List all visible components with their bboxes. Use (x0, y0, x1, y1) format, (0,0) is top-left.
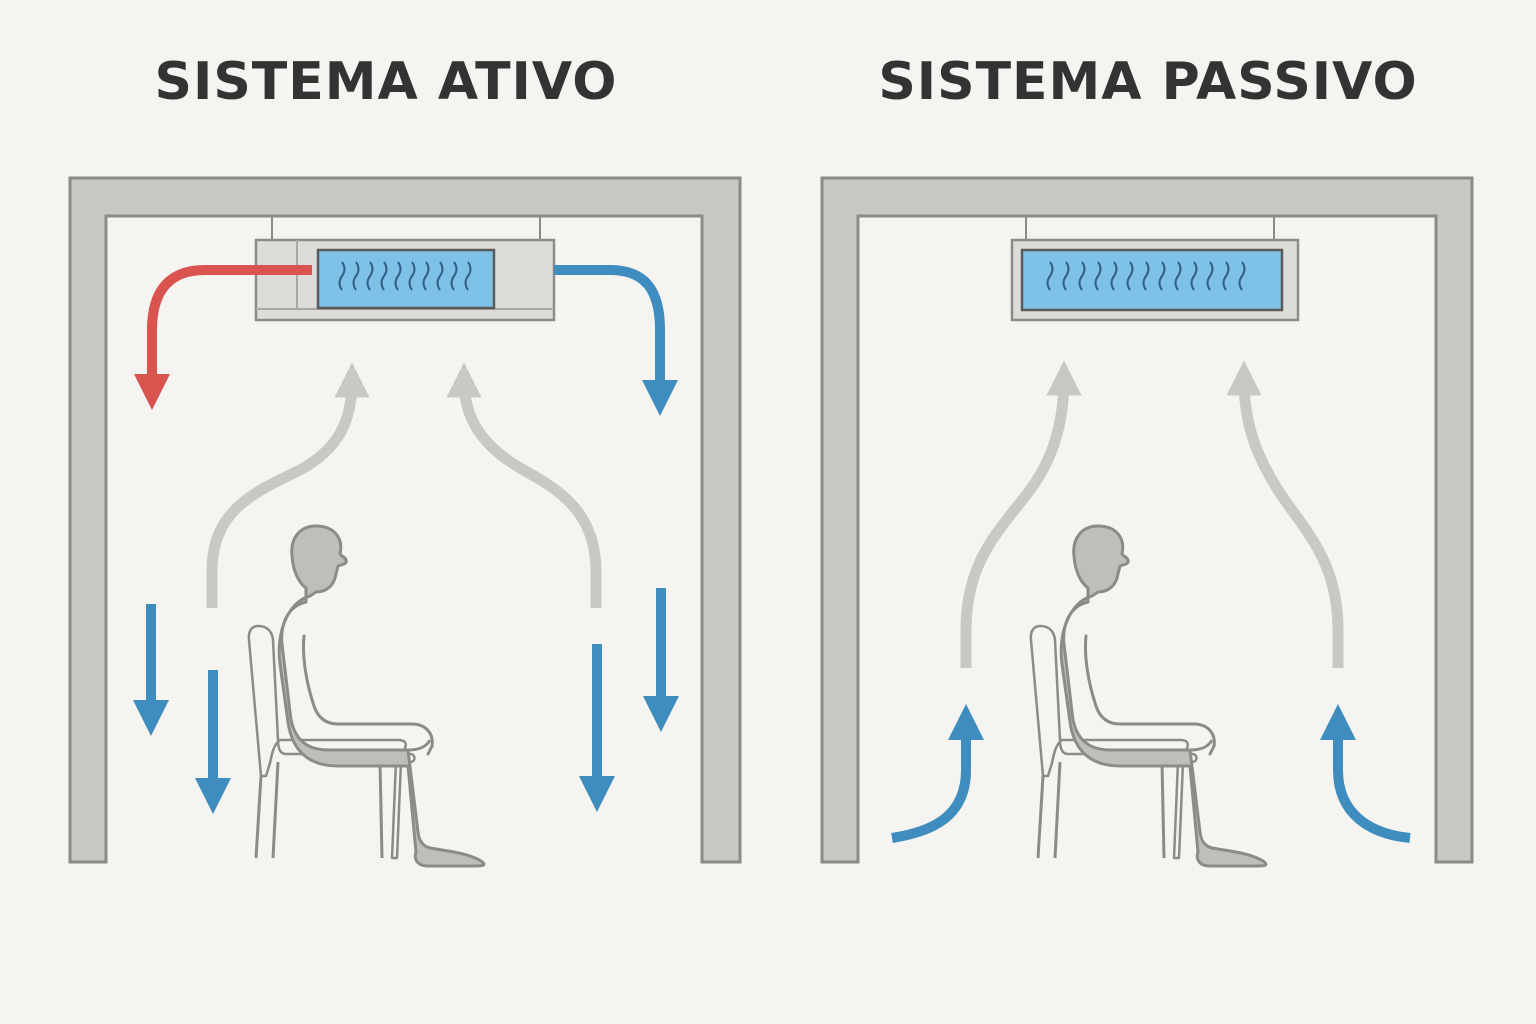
active-system-panel (68, 176, 742, 868)
cool-air-arrow (891, 704, 984, 843)
rising-air-arrow (960, 360, 1082, 668)
warm-air-arrow (134, 265, 312, 410)
rising-air-arrow (446, 362, 602, 608)
cool-air-arrow (554, 265, 678, 416)
coil-fins (1046, 261, 1246, 291)
chilled-beam-icon (1010, 216, 1300, 322)
passive-system-title: SISTEMA PASSIVO (878, 52, 1418, 112)
person-seated-icon (247, 524, 486, 868)
room-walls (820, 176, 1474, 864)
person-seated-icon (1029, 524, 1268, 868)
active-system-title: SISTEMA ATIVO (154, 52, 618, 112)
cool-air-arrow (1320, 704, 1411, 843)
rising-air-arrow (206, 362, 370, 608)
rising-air-arrow (1226, 360, 1344, 668)
coil-fins (338, 261, 472, 291)
passive-system-panel (820, 176, 1474, 868)
room-walls (68, 176, 742, 864)
